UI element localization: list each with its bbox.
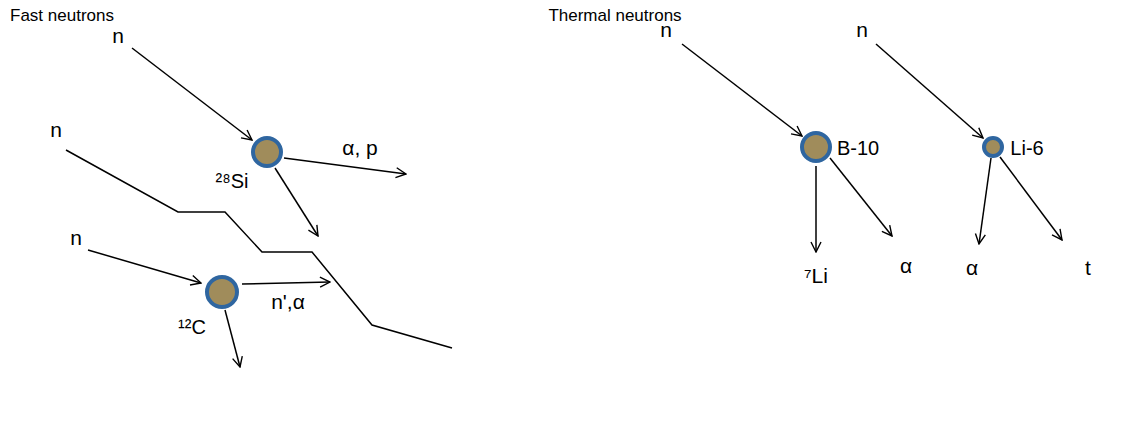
particle-label: ⁷Li [804,265,828,286]
scatter-path [66,150,452,348]
particle-label: α, p [342,137,378,158]
material-region: Thermal neutronsB-10Li-6 [712,110,1121,415]
neutron-arrow [876,44,983,138]
text-anchor: Li-6 [1010,138,1043,159]
text-anchor: α [900,255,912,277]
text-anchor: ⁷Li [804,265,828,287]
text-anchor: ¹²C [178,317,206,338]
neutron-arrow [682,44,802,136]
particle-label: α [900,255,912,276]
neutron-arrow [132,48,252,140]
recoil-arrow [225,310,240,367]
nucleus-symbol [203,273,241,311]
nucleus-symbol [249,134,285,170]
particle-label: n [70,227,82,248]
material-region: Fast neutrons²⁸Si¹²C [92,52,487,415]
nucleus-circle [984,138,1002,156]
text-anchor: B-10 [837,138,879,159]
text-anchor: α [966,257,978,279]
product-arrow [242,282,330,284]
particle-label: n [112,25,124,46]
nucleus-symbol [980,134,1006,160]
converter-layer [712,110,1121,183]
particle-label: n [856,19,868,40]
particle-label: α [966,257,978,278]
text-anchor: n',α [271,291,305,313]
product-arrow [815,166,817,252]
particle-label: n [660,19,672,40]
nucleus-label: ¹²C [178,317,206,337]
nucleus-label: Li-6 [1010,138,1043,158]
text-anchor: Fast neutrons [10,7,114,25]
particle-label: t [1085,257,1091,278]
nucleus: ²⁸Si [249,134,285,170]
nucleus-circle [802,133,830,161]
product-arrow [979,158,991,244]
neutron-arrow [88,250,201,283]
nucleus-label: ²⁸Si [216,171,249,191]
nucleus-circle [253,138,281,166]
nucleus: ¹²C [203,273,241,311]
product-arrow [1000,157,1062,240]
text-anchor: n [660,19,672,41]
product-arrow [284,158,406,174]
nucleus-circle [207,277,237,307]
nucleus-symbol [798,129,834,165]
text-anchor: n [856,19,868,41]
text-anchor: α, p [342,137,378,159]
region-fill [92,52,487,415]
text-anchor: ²⁸Si [216,171,249,192]
nucleus-label: B-10 [837,138,879,158]
region-fill [712,110,1121,415]
recoil-arrow [275,168,318,236]
panel-heading: Fast neutrons [10,7,114,24]
text-anchor: n [50,119,62,141]
product-arrow [830,158,892,236]
text-anchor: n [70,227,82,249]
particle-label: n [50,119,62,140]
text-anchor: n [112,25,124,47]
text-anchor: t [1085,257,1091,279]
nucleus: B-10 [798,129,834,165]
particle-label: n',α [271,291,305,312]
nucleus: Li-6 [980,134,1006,160]
